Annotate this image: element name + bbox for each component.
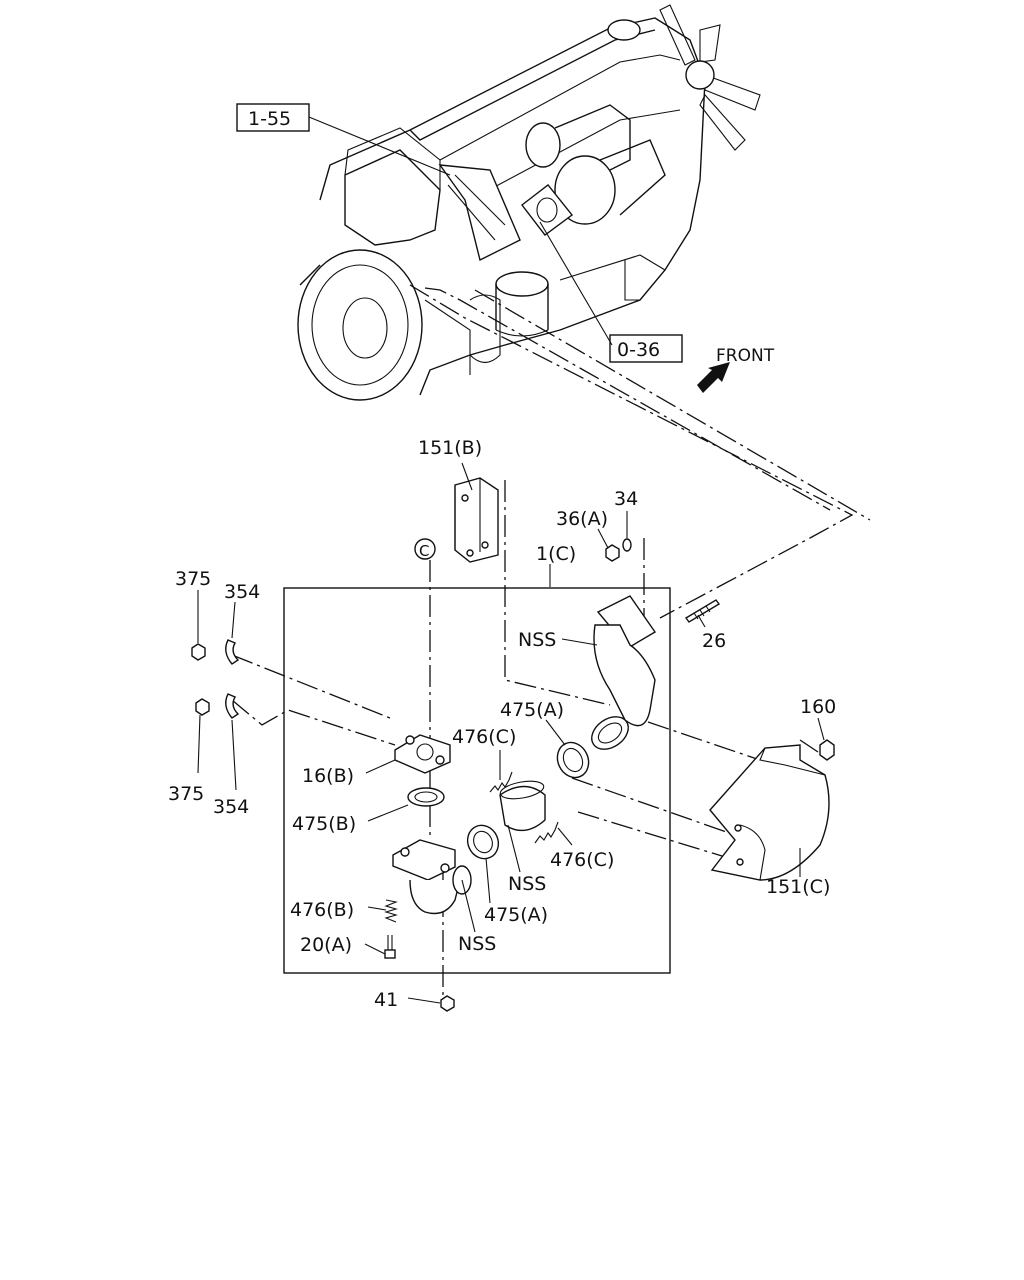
part-20a-bolt[interactable] xyxy=(384,935,396,959)
label-375-top: 375 xyxy=(175,568,211,590)
label-375-bot: 375 xyxy=(168,783,204,805)
label-475a-2: 475(A) xyxy=(484,904,548,926)
ref-box-1-55[interactable]: 1-55 xyxy=(236,103,310,132)
label-476c-2: 476(C) xyxy=(550,849,614,871)
part-exhaust-elbow-pipe[interactable] xyxy=(586,595,657,756)
label-36a: 36(A) xyxy=(556,508,608,530)
label-16b: 16(B) xyxy=(302,765,354,787)
label-476b: 476(B) xyxy=(290,899,354,921)
label-nss-2: NSS xyxy=(508,873,546,895)
part-475a-ring-upper[interactable] xyxy=(552,737,594,782)
part-34-washer[interactable] xyxy=(622,538,632,552)
circle-c-marker: C xyxy=(414,538,436,560)
part-476c-spring-upper[interactable] xyxy=(489,771,513,793)
part-375-nut-lower[interactable] xyxy=(195,698,210,716)
part-375-nut-upper[interactable] xyxy=(191,643,206,661)
front-label: FRONT xyxy=(716,346,775,366)
part-labels: 151(B) 34 36(A) 1(C) 375 354 NSS 26 475(… xyxy=(168,437,836,1011)
part-151c-heat-shield[interactable] xyxy=(709,744,830,881)
part-26-stud[interactable] xyxy=(684,599,721,623)
part-16b-gasket[interactable] xyxy=(394,734,451,774)
flywheel xyxy=(297,249,423,401)
part-475b-ring[interactable] xyxy=(407,787,445,807)
callout-leaders xyxy=(197,462,825,1004)
label-1c: 1(C) xyxy=(536,543,576,565)
label-475a-1: 475(A) xyxy=(500,699,564,721)
ref-label-0-36: 0-36 xyxy=(617,339,660,361)
assembly-box xyxy=(283,587,671,974)
label-nss-1: NSS xyxy=(518,629,556,651)
part-36a-nut[interactable] xyxy=(605,544,620,562)
label-20a: 20(A) xyxy=(300,934,352,956)
label-476c-1: 476(C) xyxy=(452,726,516,748)
part-151b-heat-shield[interactable] xyxy=(454,477,499,563)
fan-icon xyxy=(659,4,761,151)
label-41: 41 xyxy=(374,989,398,1011)
label-26: 26 xyxy=(702,630,726,652)
part-160-nut[interactable] xyxy=(819,739,835,761)
part-354-clamp-lower[interactable] xyxy=(225,693,240,719)
part-354-clamp-upper[interactable] xyxy=(225,639,240,665)
part-475a-ring-lower[interactable] xyxy=(462,820,504,863)
part-476c-spring-lower[interactable] xyxy=(534,821,559,844)
part-short-pipe[interactable] xyxy=(499,778,546,832)
part-41-nut[interactable] xyxy=(440,995,455,1012)
label-160: 160 xyxy=(800,696,836,718)
label-151c: 151(C) xyxy=(766,876,830,898)
part-lower-elbow[interactable] xyxy=(392,839,472,915)
label-354-top: 354 xyxy=(224,581,260,603)
engine-illustration xyxy=(297,4,761,401)
front-arrow-icon xyxy=(697,362,730,393)
label-354-bot: 354 xyxy=(213,796,249,818)
label-151b: 151(B) xyxy=(418,437,482,459)
label-475b: 475(B) xyxy=(292,813,356,835)
label-nss-3: NSS xyxy=(458,933,496,955)
circle-c-label: C xyxy=(419,542,429,560)
ref-box-0-36[interactable]: 0-36 xyxy=(609,334,683,363)
label-34: 34 xyxy=(614,488,638,510)
part-476b-spring[interactable] xyxy=(384,899,398,923)
ref-label-1-55: 1-55 xyxy=(248,108,291,130)
